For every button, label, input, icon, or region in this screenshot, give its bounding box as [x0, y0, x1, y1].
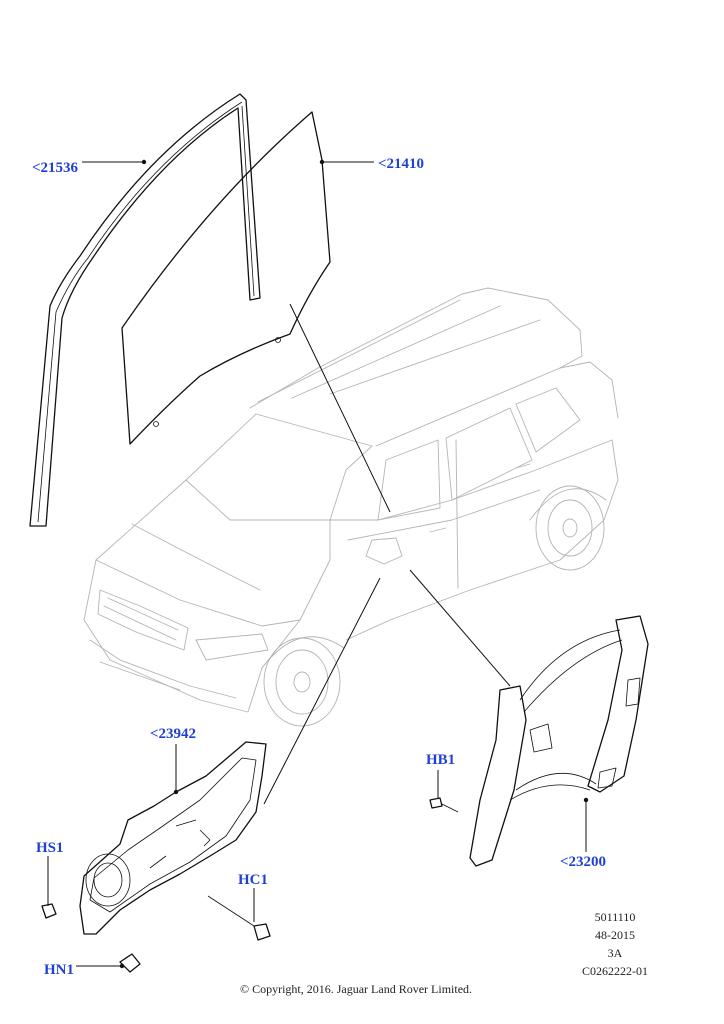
- ref-line-3: 3A: [608, 946, 623, 960]
- fastener-hs1: [41, 903, 57, 919]
- callout-labels: <21536 <21410 <23942 <23200 HB1 HS1 HC1 …: [32, 156, 606, 978]
- glass-run-channel: [29, 93, 261, 527]
- copyright-notice: © Copyright, 2016. Jaguar Land Rover Lim…: [240, 982, 472, 996]
- callout-23200: <23200: [560, 854, 606, 870]
- fastener-hn1: [119, 953, 141, 973]
- callout-21410: <21410: [378, 156, 424, 172]
- drawing-reference: 5011110 48-2015 3A C0262222-01: [582, 910, 648, 978]
- fastener-hc1: [207, 895, 271, 941]
- window-regulator: [469, 615, 649, 867]
- vehicle-illustration: [83, 287, 619, 727]
- ref-line-1: 5011110: [595, 910, 636, 924]
- door-glass: [121, 111, 331, 445]
- door-inner-panel: [79, 741, 267, 935]
- callout-21536: <21536: [32, 160, 79, 176]
- callout-hb1: HB1: [426, 752, 455, 768]
- ref-line-4: C0262222-01: [582, 964, 648, 978]
- callout-hc1: HC1: [238, 872, 268, 888]
- leader-lines: [47, 159, 589, 969]
- fastener-hb1: [429, 797, 459, 813]
- callout-hn1: HN1: [44, 962, 74, 978]
- callout-23942: <23942: [150, 726, 196, 742]
- callout-hs1: HS1: [36, 840, 64, 856]
- ref-line-2: 48-2015: [595, 928, 635, 942]
